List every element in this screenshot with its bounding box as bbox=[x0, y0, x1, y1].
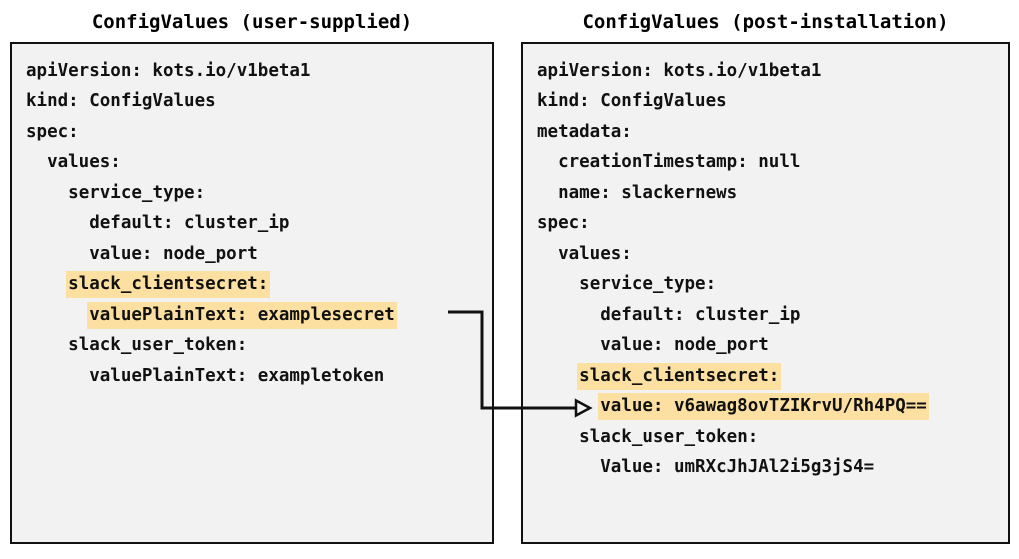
yaml-line: service_type: bbox=[12, 178, 492, 209]
yaml-line-text: creationTimestamp: null bbox=[558, 152, 801, 172]
yaml-line-text: service_type: bbox=[579, 274, 717, 294]
yaml-line: service_type: bbox=[523, 270, 1008, 301]
yaml-indent bbox=[24, 275, 66, 295]
yaml-line-text: name: slackernews bbox=[558, 182, 738, 203]
yaml-line: creationTimestamp: null bbox=[523, 148, 1008, 179]
yaml-line-text: default: cluster_ip bbox=[600, 304, 801, 325]
yaml-line-text: default: cluster_ip bbox=[89, 213, 290, 233]
yaml-line: valuePlainText: exampletoken bbox=[12, 361, 492, 392]
yaml-line-text-highlighted: value: v6awag8ovTZIKrvU/Rh4PQ== bbox=[598, 393, 929, 420]
yaml-line-text: kind: ConfigValues bbox=[26, 91, 216, 111]
yaml-line: name: slackernews bbox=[523, 178, 1008, 209]
yaml-line: value: node_port bbox=[523, 331, 1008, 362]
yaml-line: slack_clientsecret: bbox=[12, 270, 492, 301]
yaml-indent bbox=[535, 275, 577, 295]
yaml-indent bbox=[24, 214, 87, 234]
right-panel-yaml-block: apiVersion: kots.io/v1beta1 kind: ConfigV… bbox=[523, 44, 1008, 483]
yaml-indent bbox=[535, 458, 598, 478]
yaml-line-text-highlighted: slack_clientsecret: bbox=[66, 271, 271, 298]
yaml-line: apiVersion: kots.io/v1beta1 bbox=[523, 56, 1008, 87]
yaml-indent bbox=[535, 305, 598, 325]
yaml-indent bbox=[24, 305, 87, 325]
yaml-line-text: valuePlainText: exampletoken bbox=[89, 365, 385, 386]
left-panel-title: ConfigValues (user-supplied) bbox=[91, 11, 413, 33]
yaml-indent bbox=[24, 366, 87, 386]
left-panel-yaml-block: apiVersion: kots.io/v1beta1 kind: ConfigV… bbox=[12, 44, 492, 392]
yaml-line-text: spec: bbox=[26, 121, 79, 142]
yaml-indent bbox=[24, 153, 45, 173]
yaml-indent bbox=[24, 183, 66, 203]
yaml-line-text: values: bbox=[558, 243, 632, 264]
yaml-line-text: slack_user_token: bbox=[579, 426, 759, 447]
yaml-line: metadata: bbox=[523, 117, 1008, 148]
yaml-line-text: slack_user_token: bbox=[68, 335, 248, 355]
yaml-line: slack_user_token: bbox=[12, 331, 492, 362]
yaml-line: spec: bbox=[523, 209, 1008, 240]
yaml-indent bbox=[24, 244, 87, 264]
yaml-line: kind: ConfigValues bbox=[523, 87, 1008, 118]
yaml-indent bbox=[535, 397, 598, 417]
yaml-line: slack_clientsecret: bbox=[523, 361, 1008, 392]
left-panel-configvalues-user-supplied: apiVersion: kots.io/v1beta1 kind: ConfigV… bbox=[10, 42, 494, 544]
yaml-line-text: value: node_port bbox=[600, 335, 769, 355]
yaml-line: valuePlainText: examplesecret bbox=[12, 300, 492, 331]
yaml-line: default: cluster_ip bbox=[523, 300, 1008, 331]
yaml-line-text: metadata: bbox=[537, 121, 632, 142]
yaml-indent bbox=[535, 244, 556, 264]
yaml-line-text: apiVersion: kots.io/v1beta1 bbox=[26, 60, 311, 81]
yaml-indent bbox=[535, 336, 598, 356]
yaml-line: slack_user_token: bbox=[523, 422, 1008, 453]
yaml-line-text-highlighted: valuePlainText: examplesecret bbox=[87, 301, 397, 329]
yaml-line: apiVersion: kots.io/v1beta1 bbox=[12, 56, 492, 87]
yaml-line: default: cluster_ip bbox=[12, 209, 492, 240]
yaml-line: spec: bbox=[12, 117, 492, 148]
right-panel-title: ConfigValues (post-installation) bbox=[582, 11, 949, 33]
yaml-indent bbox=[535, 366, 577, 386]
yaml-indent bbox=[535, 153, 556, 173]
yaml-line-text: kind: ConfigValues bbox=[537, 91, 727, 111]
right-panel-configvalues-post-installation: apiVersion: kots.io/v1beta1 kind: ConfigV… bbox=[521, 42, 1010, 544]
yaml-line: Value: umRXcJhJAl2i5g3jS4= bbox=[523, 453, 1008, 484]
yaml-line-text: apiVersion: kots.io/v1beta1 bbox=[537, 60, 822, 81]
yaml-line: values: bbox=[523, 239, 1008, 270]
yaml-indent bbox=[24, 336, 66, 356]
yaml-line-text: service_type: bbox=[68, 182, 206, 203]
yaml-indent bbox=[535, 427, 577, 447]
yaml-indent bbox=[535, 183, 556, 203]
yaml-line: kind: ConfigValues bbox=[12, 87, 492, 118]
yaml-line-text: values: bbox=[47, 152, 121, 172]
yaml-line: values: bbox=[12, 148, 492, 179]
yaml-line-text: spec: bbox=[537, 213, 590, 233]
yaml-line-text: value: node_port bbox=[89, 243, 258, 264]
yaml-line-text: Value: umRXcJhJAl2i5g3jS4= bbox=[600, 457, 875, 477]
yaml-line: value: node_port bbox=[12, 239, 492, 270]
yaml-line: value: v6awag8ovTZIKrvU/Rh4PQ== bbox=[523, 392, 1008, 423]
yaml-line-text-highlighted: slack_clientsecret: bbox=[577, 362, 782, 390]
